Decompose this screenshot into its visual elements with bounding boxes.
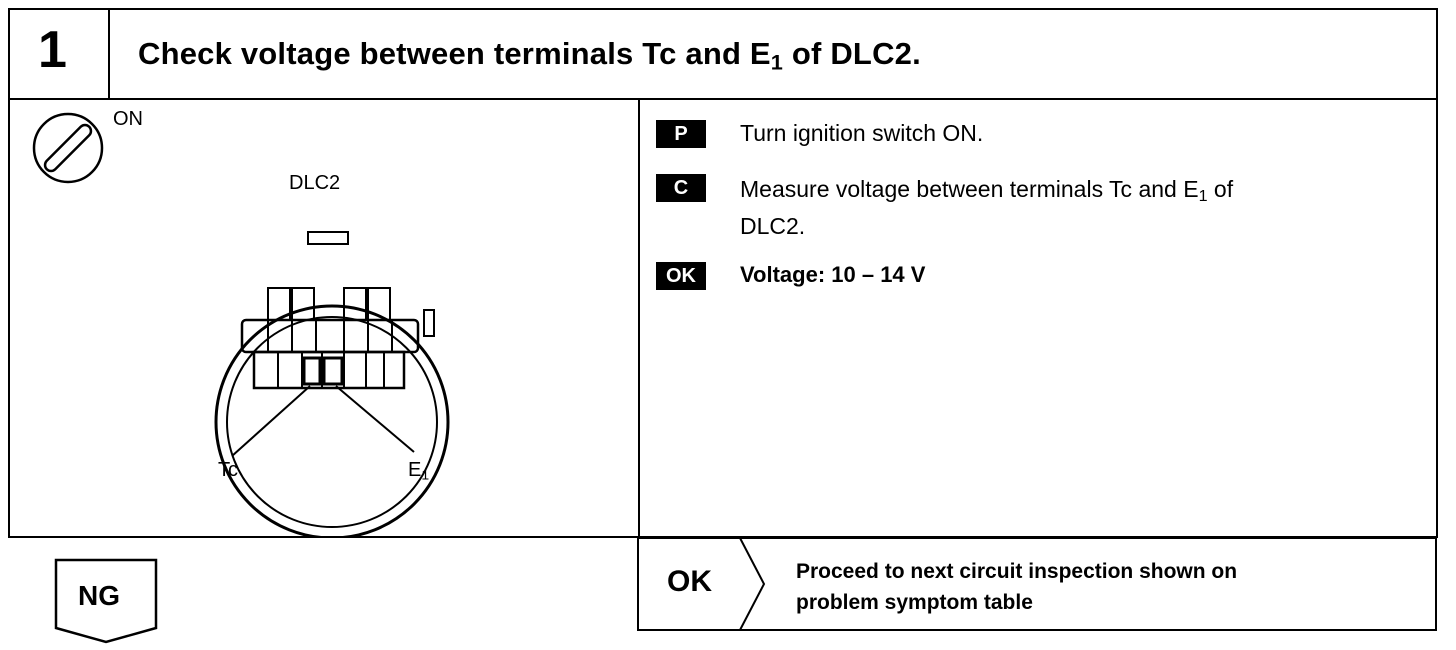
step-c-text: Measure voltage between terminals Tc and… [740, 176, 1234, 240]
terminal-tc-label: Tc [218, 459, 238, 481]
ok-result-box [637, 537, 1437, 631]
ignition-switch-icon [32, 112, 104, 184]
header-box [8, 8, 1438, 100]
ignition-on-label: ON [113, 108, 143, 130]
terminal-e1-label: E1 [408, 459, 430, 483]
ng-label: NG [78, 580, 120, 611]
dlc2-connector-icon [214, 231, 450, 536]
step-p-text: Turn ignition switch ON. [740, 120, 984, 146]
ok-label: OK [667, 565, 712, 598]
step-divider [108, 8, 110, 100]
connector-label: DLC2 [289, 172, 341, 194]
tag-c: C [656, 174, 706, 202]
ng-result-box [54, 558, 158, 644]
step-ok-text: Voltage: 10 – 14 V [740, 262, 926, 287]
tag-p: P [656, 120, 706, 148]
tag-ok: OK [656, 262, 706, 290]
column-divider [638, 98, 640, 538]
connector-diagram [32, 112, 450, 536]
ok-result-text: Proceed to next circuit inspection shown… [796, 560, 1238, 614]
step-title: Check voltage between terminals Tc and E… [138, 36, 921, 75]
step-number: 1 [38, 21, 67, 79]
